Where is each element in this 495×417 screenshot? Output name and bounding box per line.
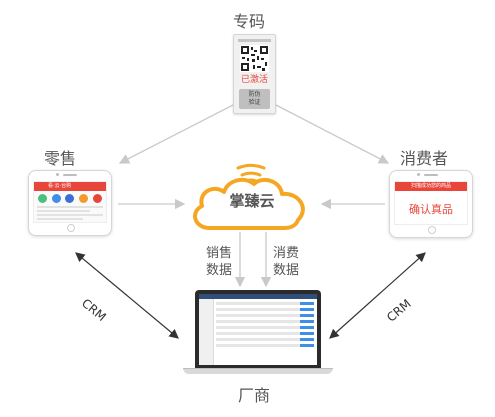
sales-data-line1: 销售 <box>206 246 233 261</box>
consume-data-label: 消费 数据 <box>273 245 299 279</box>
consumer-phone-screen: 扫描成功您的商品 确认真品 <box>394 181 468 225</box>
action-chip <box>300 326 314 329</box>
action-chip <box>300 308 314 311</box>
action-chip <box>300 332 314 335</box>
retail-app-icon-row <box>34 191 106 203</box>
action-chip <box>300 338 314 341</box>
tag-scanned-text: 已激活 <box>240 75 268 85</box>
tag-verify-line1: 防伪 <box>248 91 261 98</box>
table-row <box>216 326 314 329</box>
orange-app-icon <box>79 194 89 203</box>
laptop-base <box>183 368 333 374</box>
phone-earpiece <box>424 174 438 176</box>
phone-home-button <box>428 226 436 234</box>
dashboard-sidebar <box>199 299 214 365</box>
crm-arrow-left <box>75 252 179 339</box>
sales-data-line2: 数据 <box>206 263 233 278</box>
laptop-screen-bezel <box>195 290 321 368</box>
phone-earpiece <box>63 174 77 176</box>
code-tag: 已激活 防伪 验证 <box>233 34 276 114</box>
qr-code-icon <box>240 45 269 72</box>
crm-arrow-right <box>329 252 426 339</box>
green-app-icon <box>38 194 48 203</box>
retail-phone: 看·云·台购 <box>28 170 112 236</box>
blue-app-icon <box>51 194 61 203</box>
arrow-code-to-retail <box>118 104 234 164</box>
consume-data-line2: 数据 <box>273 263 300 278</box>
dashboard-topbar <box>199 294 317 299</box>
retail-app-header: 看·云·台购 <box>34 182 106 191</box>
phone-camera <box>56 173 59 176</box>
table-row <box>216 308 314 311</box>
laptop-screen <box>199 294 317 365</box>
table-row <box>216 320 314 323</box>
action-chip <box>300 320 314 323</box>
dashboard-action-column <box>300 302 314 347</box>
table-row <box>216 302 314 305</box>
cloud-name: 掌臻云 <box>229 192 275 210</box>
retail-app-header-text: 看·云·台购 <box>48 183 72 189</box>
phone-camera <box>417 173 420 176</box>
list-item <box>37 210 90 212</box>
list-item <box>37 218 84 220</box>
tag-header-strip <box>238 39 271 42</box>
table-row <box>216 314 314 317</box>
action-chip <box>300 302 314 305</box>
consumer-result-text: 确认真品 <box>409 203 453 216</box>
consumer-result-banner: 扫描成功您的商品 <box>395 182 467 191</box>
retail-label: 零售 <box>44 149 77 168</box>
red-app-icon <box>92 194 102 203</box>
list-item <box>37 214 103 216</box>
cloud-icon <box>193 163 305 230</box>
blue-app-icon <box>65 194 75 203</box>
tag-verify-line2: 验证 <box>248 99 261 106</box>
arrow-code-to-consumer <box>275 104 390 164</box>
consumer-phone: 扫描成功您的商品 确认真品 <box>389 170 473 238</box>
table-row <box>216 344 314 347</box>
manufacturer-label: 厂商 <box>238 386 271 405</box>
code-label: 专码 <box>233 12 266 31</box>
sales-data-label: 销售 数据 <box>206 245 232 279</box>
table-row <box>216 332 314 335</box>
consumer-label: 消费者 <box>400 149 449 168</box>
consume-data-line1: 消费 <box>273 246 300 261</box>
retail-phone-screen: 看·云·台购 <box>33 181 107 223</box>
tag-verify-area: 防伪 验证 <box>239 89 270 109</box>
action-chip <box>300 344 314 347</box>
phone-home-button <box>67 224 75 232</box>
dashboard-table <box>216 302 314 347</box>
retail-app-list <box>34 203 106 220</box>
action-chip <box>300 314 314 317</box>
laptop <box>183 290 333 376</box>
list-item <box>37 206 103 208</box>
table-row <box>216 338 314 341</box>
